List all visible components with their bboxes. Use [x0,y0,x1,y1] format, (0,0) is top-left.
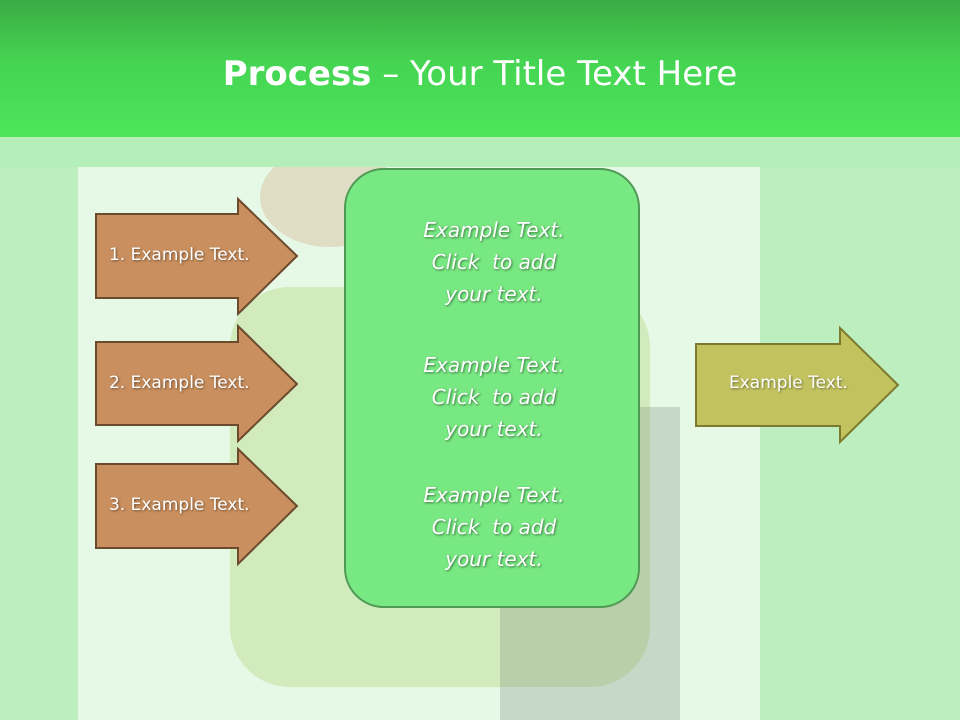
center-line: Example Text. [423,218,565,242]
left-arrow-3-label: 3. Example Text. [109,495,250,515]
title-bar-strip [0,137,960,167]
center-line: Click to add [431,385,557,409]
center-line: Example Text. [423,483,565,507]
left-arrow-1[interactable] [95,196,299,317]
center-paragraph-3: Example Text. Click to add your text. [346,479,642,575]
center-line: your text. [445,547,543,571]
center-line: your text. [445,417,543,441]
right-arrow-label: Example Text. [729,373,848,393]
center-text-box[interactable]: Example Text. Click to add your text. Ex… [344,168,640,608]
center-line: your text. [445,282,543,306]
title-bold: Process [222,54,372,94]
left-arrow-3[interactable] [95,446,299,567]
slide-title[interactable]: Process – Your Title Text Here [0,50,960,98]
center-paragraph-2: Example Text. Click to add your text. [346,349,642,445]
title-rest: – Your Title Text Here [371,54,738,94]
title-bar [0,0,960,137]
left-arrow-1-label: 1. Example Text. [109,245,250,265]
right-arrow[interactable] [695,325,900,445]
center-paragraph-1: Example Text. Click to add your text. [346,214,642,310]
center-line: Click to add [431,515,557,539]
left-arrow-2-label: 2. Example Text. [109,373,250,393]
left-arrow-2[interactable] [95,323,299,444]
center-line: Example Text. [423,353,565,377]
center-line: Click to add [431,250,557,274]
